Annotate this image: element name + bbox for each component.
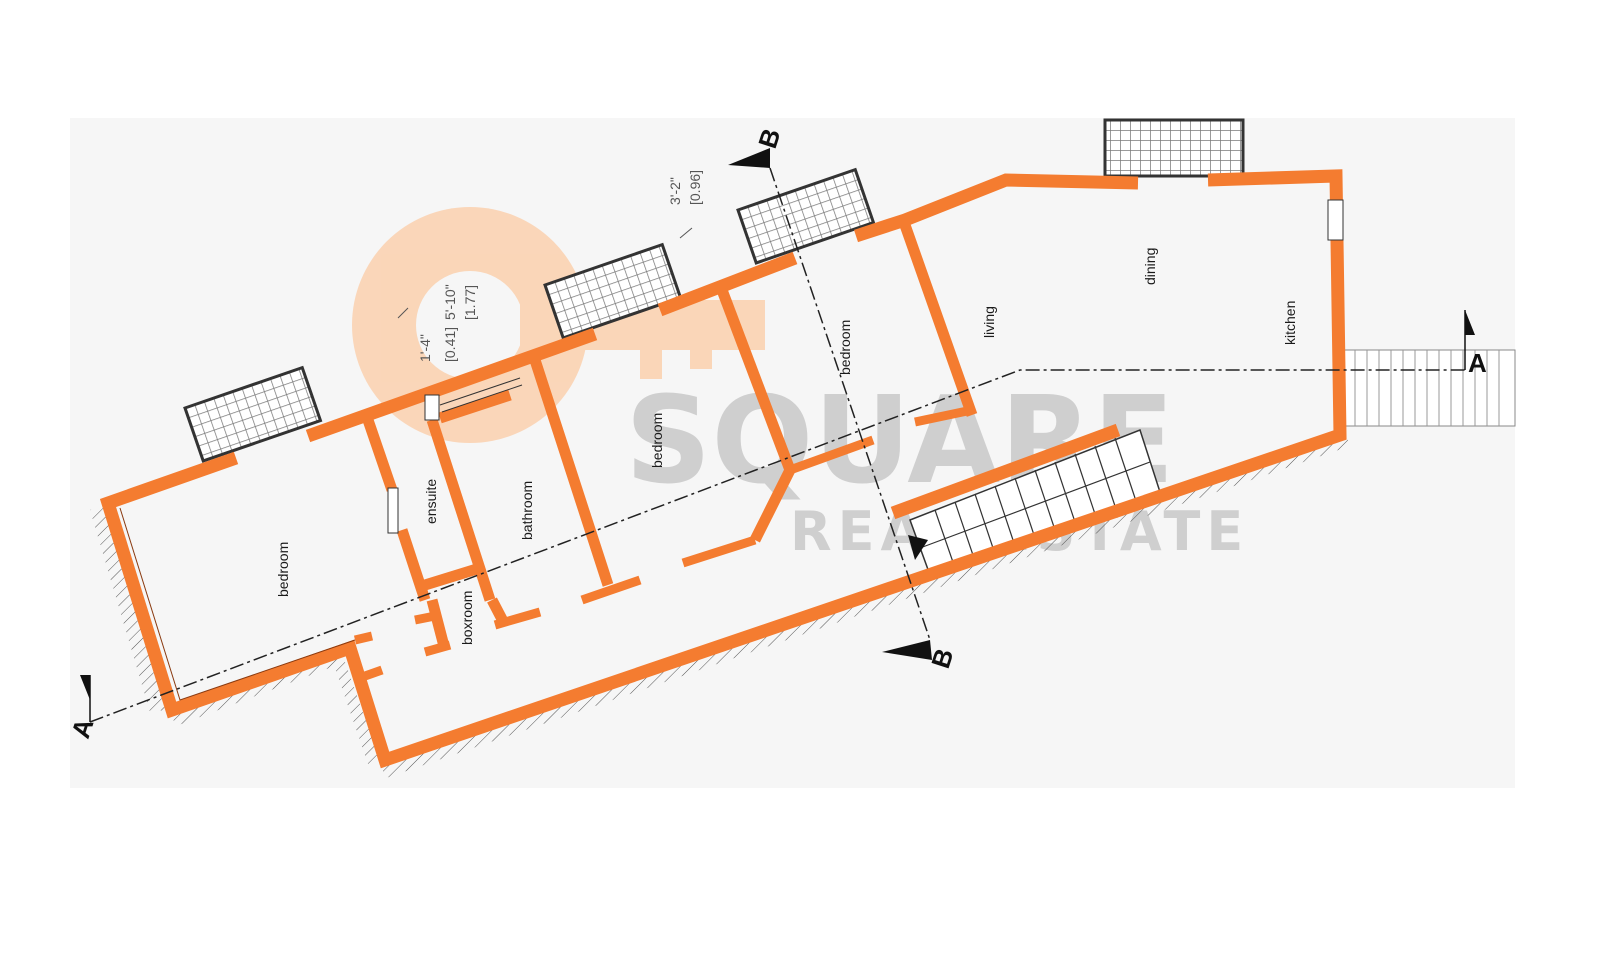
room-bedroom-upper: bedroom xyxy=(837,320,853,375)
key-logo-icon xyxy=(352,207,765,443)
room-labels: bedroom ensuite bathroom boxroom bedroom… xyxy=(275,248,1298,645)
exterior-steps xyxy=(1342,349,1516,427)
room-kitchen: kitchen xyxy=(1282,301,1298,345)
dim-1: 1'-4" xyxy=(417,334,433,362)
planter-3 xyxy=(736,167,876,265)
kitchen-window xyxy=(1327,199,1344,241)
dim-3-metric: [0.96] xyxy=(687,170,703,205)
section-a-right: A xyxy=(1468,348,1487,378)
dim-3: 3'-2" xyxy=(667,177,683,205)
room-boxroom: boxroom xyxy=(459,591,475,645)
dim-1-metric: [0.41] xyxy=(442,327,458,362)
room-dining: dining xyxy=(1142,248,1158,285)
room-bathroom: bathroom xyxy=(519,481,535,540)
room-ensuite: ensuite xyxy=(423,479,439,524)
section-lines xyxy=(89,167,1465,723)
room-bedroom-left: bedroom xyxy=(275,542,291,597)
dim-2-metric: [1.77] xyxy=(462,285,478,320)
planters xyxy=(183,118,1245,463)
dimensions: 1'-4" [0.41] 5'-10" [1.77] 3'-2" [0.96] xyxy=(397,170,703,362)
doors xyxy=(387,377,523,534)
planter-4 xyxy=(1103,118,1245,178)
planter-1 xyxy=(183,365,323,463)
dim-2: 5'-10" xyxy=(442,284,458,320)
planter-2 xyxy=(543,242,683,340)
room-bedroom-middle: bedroom xyxy=(649,413,665,468)
room-living: living xyxy=(981,306,997,338)
interior-stairs xyxy=(909,429,1161,576)
